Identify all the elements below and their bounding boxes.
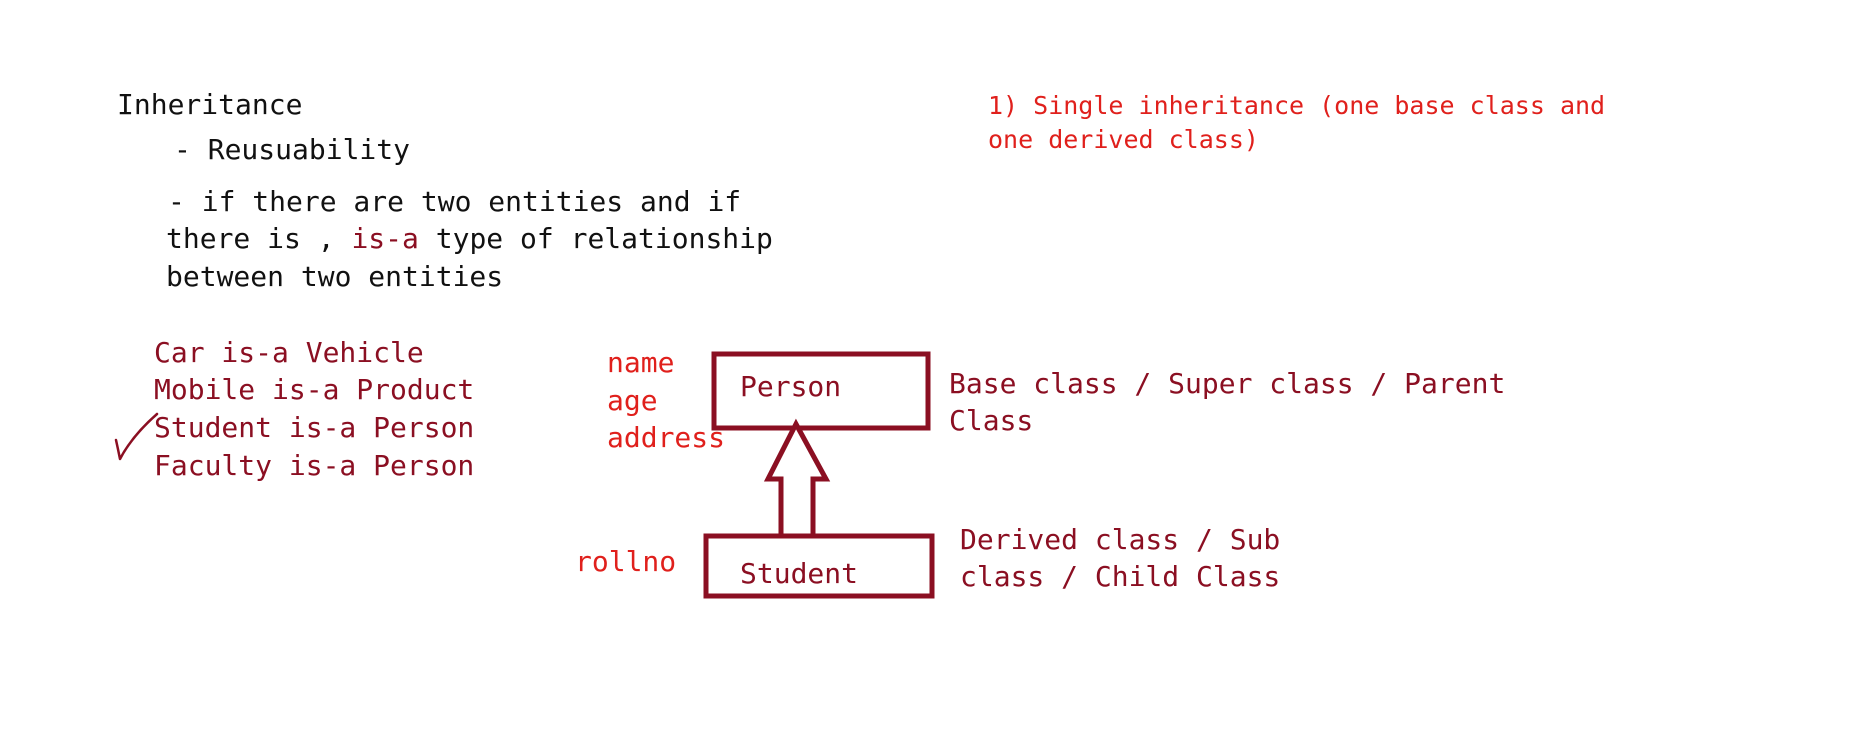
base-class-description-line-1: Base class / Super class / Parent xyxy=(949,367,1506,400)
bullet-is-a-line-2-suffix: type of relationship xyxy=(418,222,773,255)
bullet-is-a-line-3: between two entities xyxy=(166,260,504,293)
attribute-rollno: rollno xyxy=(575,545,677,578)
is-a-highlight: is-a xyxy=(351,222,419,255)
check-mark-icon xyxy=(114,412,159,461)
inheritance-arrow xyxy=(763,418,831,539)
base-class-box xyxy=(711,351,931,431)
attribute-address: address xyxy=(607,421,726,454)
bullet-is-a-line-1: - if there are two entities and if xyxy=(168,185,742,218)
example-faculty: Faculty is-a Person xyxy=(154,449,475,482)
base-class-label: Person xyxy=(740,370,842,403)
derived-class-label: Student xyxy=(740,557,859,590)
attribute-age: age xyxy=(607,384,658,417)
single-inheritance-line-1: 1) Single inheritance (one base class an… xyxy=(988,91,1606,120)
derived-class-description-line-1: Derived class / Sub xyxy=(960,523,1281,556)
example-car: Car is-a Vehicle xyxy=(154,336,424,369)
example-mobile: Mobile is-a Product xyxy=(154,373,475,406)
bullet-reusability: - Reusuability xyxy=(174,133,411,166)
base-class-description-line-2: Class xyxy=(949,404,1034,437)
bullet-is-a-line-2: there is , is-a type of relationship xyxy=(166,225,773,253)
example-student: Student is-a Person xyxy=(154,411,475,444)
attribute-name: name xyxy=(607,346,675,379)
derived-class-box xyxy=(703,533,935,599)
bullet-is-a-line-2-prefix: there is , xyxy=(166,222,352,255)
derived-class-description-line-2: class / Child Class xyxy=(960,560,1281,593)
inheritance-heading: Inheritance xyxy=(117,88,303,121)
single-inheritance-line-2: one derived class) xyxy=(988,125,1259,154)
